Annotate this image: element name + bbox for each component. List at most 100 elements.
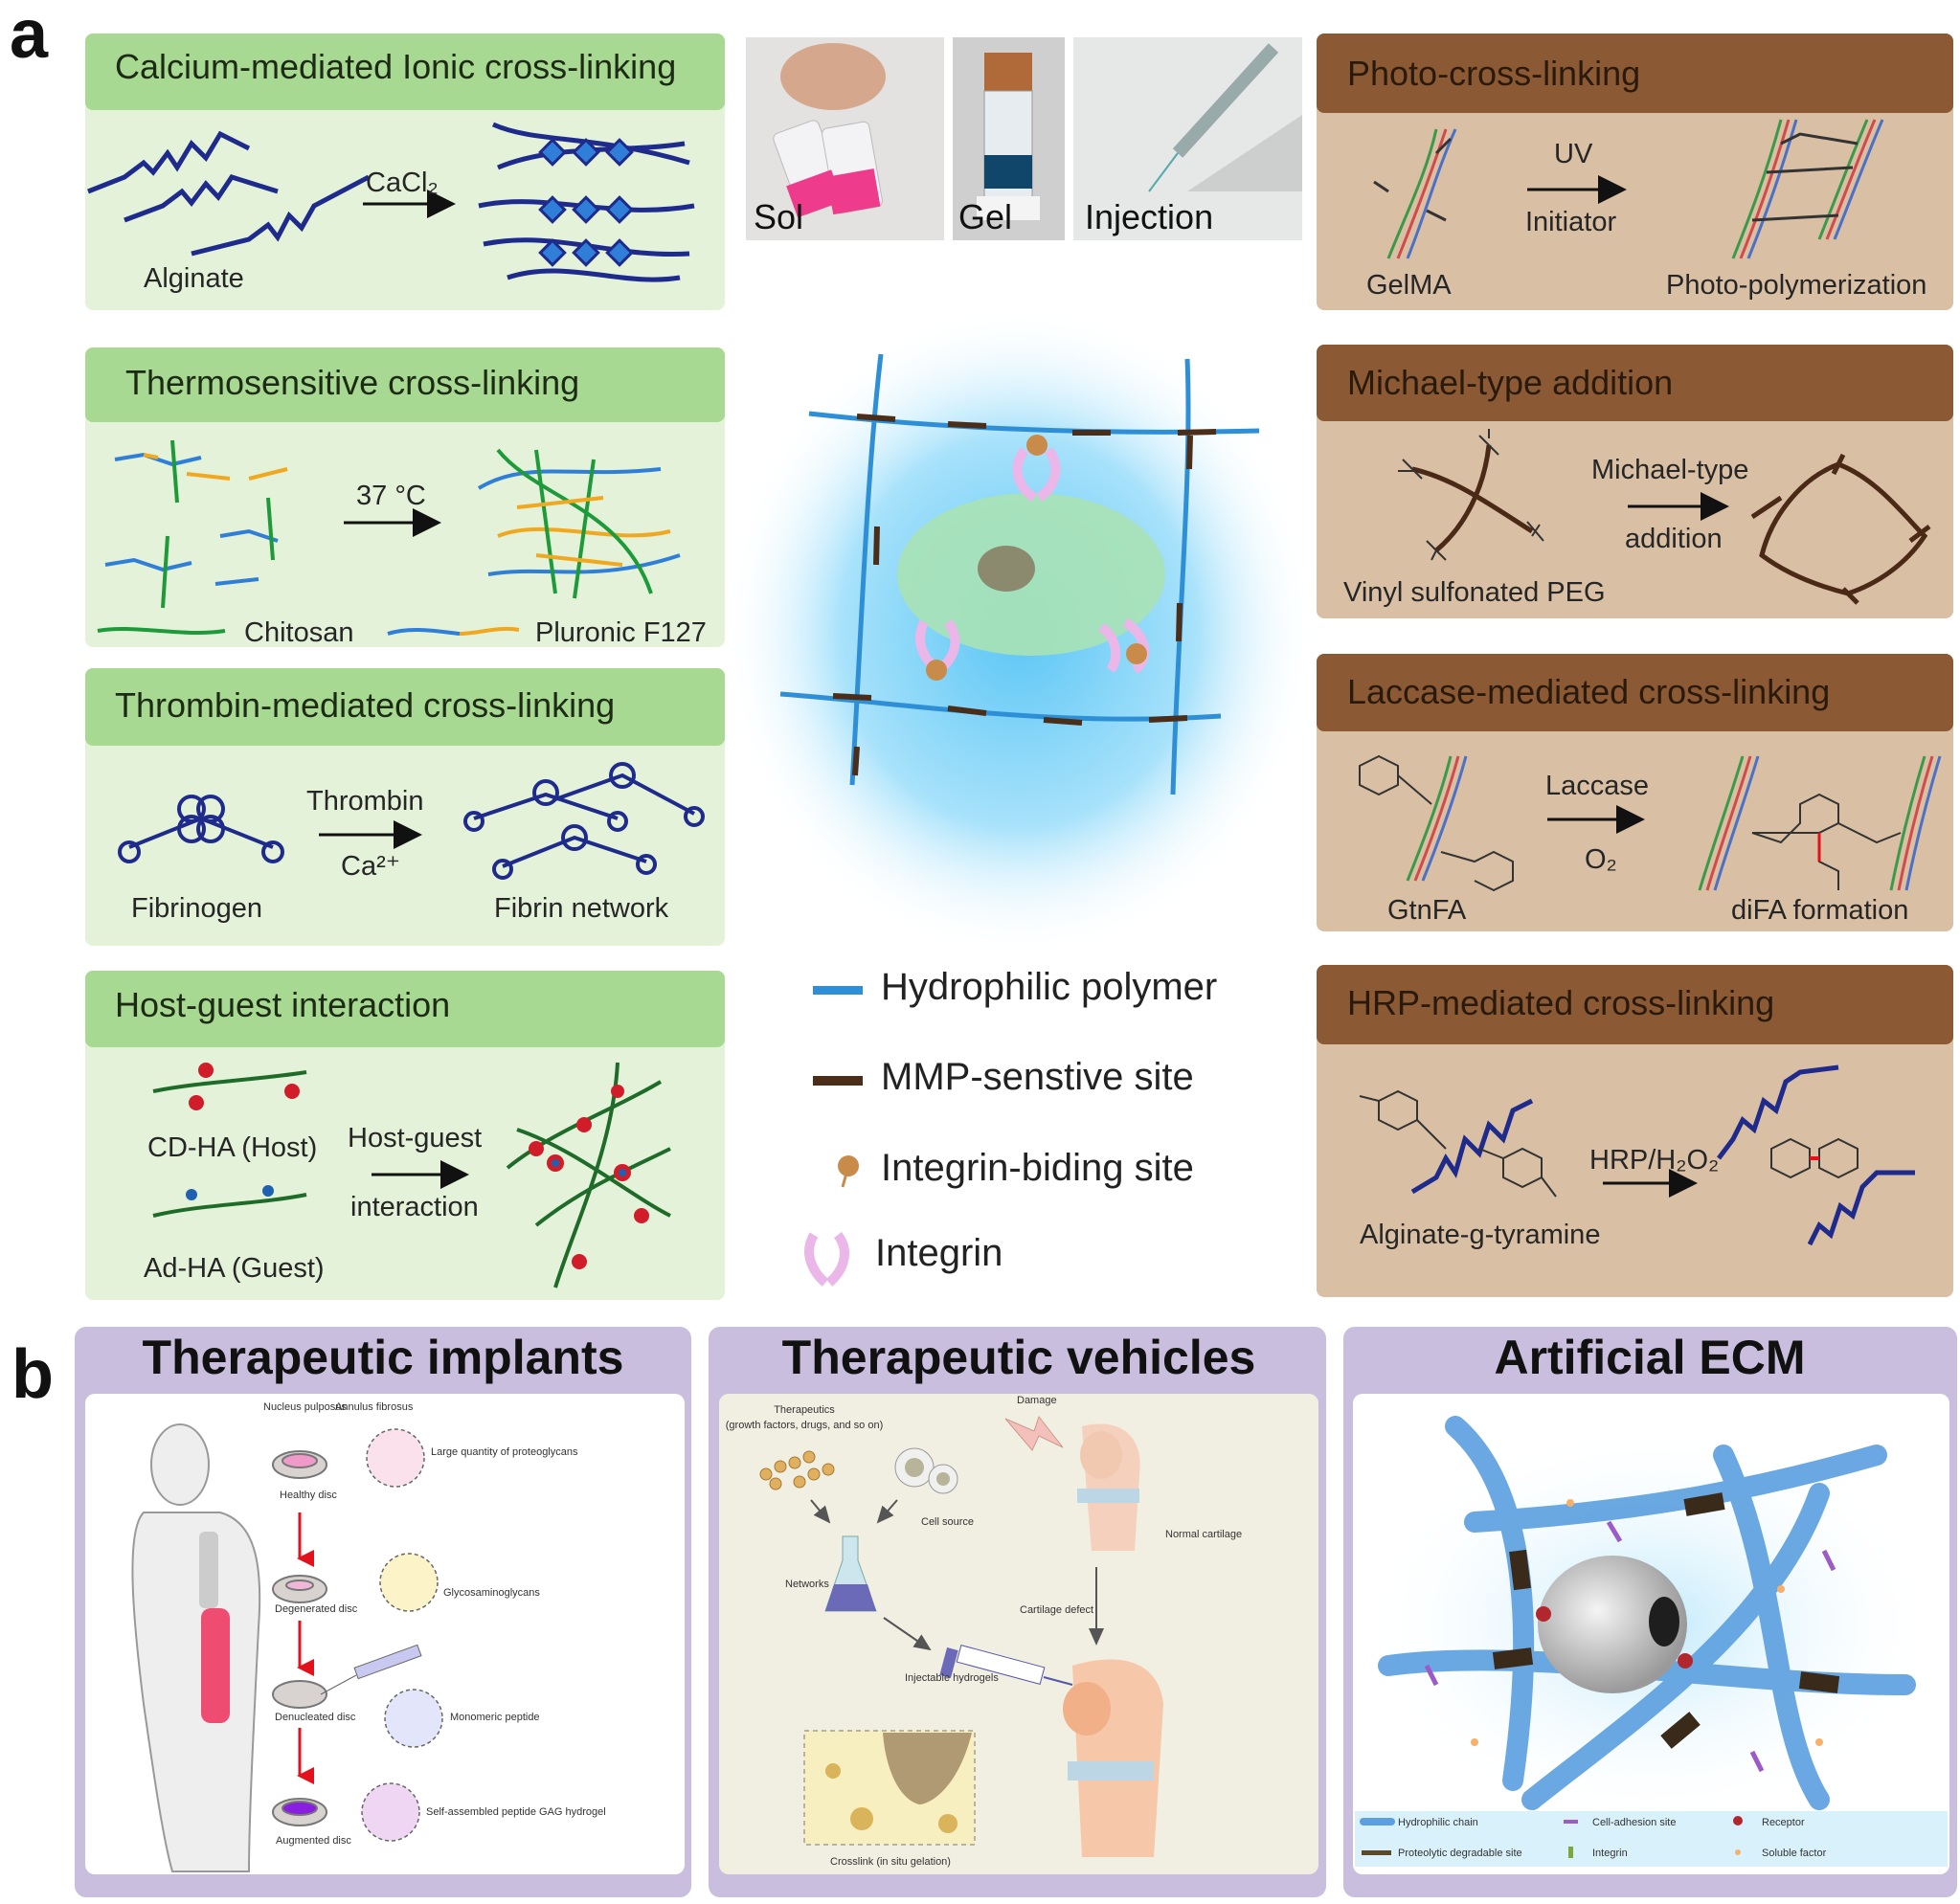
sol-gel-injection-photos: Sol Gel Injection <box>746 37 1302 240</box>
denucleated-disc-label: Denucleated disc <box>275 1712 356 1723</box>
panel-thermosensitive: Thermosensitive cross-linking 37 °C Chit… <box>85 347 725 648</box>
degradable-site-swatch-icon <box>1362 1850 1391 1855</box>
syringe-icon <box>320 1644 422 1695</box>
networks-label: Networks <box>785 1579 829 1590</box>
photo-label-sol: Sol <box>754 197 803 236</box>
reagent-top-label: UV <box>1554 139 1593 169</box>
fibrin-network-label: Fibrin network <box>494 893 669 924</box>
flow-arrows-icon <box>810 1499 1104 1651</box>
damage-label: Damage <box>1017 1395 1057 1406</box>
healthy-disc-label: Healthy disc <box>280 1490 337 1501</box>
injectable-hydrogels-label: Injectable hydrogels <box>905 1672 999 1684</box>
fibrin-network-icon <box>463 762 705 880</box>
disc-icons <box>272 1450 327 1826</box>
panel-artificial-ecm: Artificial ECM Hydrophilic chain Cell-ad… <box>1343 1327 1957 1897</box>
panel-title: Laccase-mediated cross-linking <box>1347 672 1830 711</box>
adhesion-sites-icon <box>1424 1520 1836 1773</box>
knee-normal-icon <box>1077 1423 1140 1551</box>
difa-network-icon <box>1698 755 1942 891</box>
panel-hrp: HRP-mediated cross-linking Alginate-g-ty… <box>1317 965 1953 1297</box>
annulus-label: Annulus fibrosus <box>335 1401 414 1413</box>
reagent-label: HRP/H₂O₂ <box>1589 1145 1719 1176</box>
thermo-network-icon <box>477 448 681 599</box>
ecm-legend-label: Proteolytic degradable site <box>1398 1848 1522 1859</box>
ecm-legend <box>1355 1811 1948 1867</box>
vinyl-end-groups-icon <box>1398 429 1544 561</box>
integrin-binding-icons <box>915 435 1150 681</box>
ecm-legend-label: Soluble factor <box>1762 1848 1827 1859</box>
guest-label: Ad-HA (Guest) <box>144 1253 325 1284</box>
hydrogel-label: Self-assembled peptide GAG hydrogel <box>426 1806 606 1818</box>
cd-ha-chain-icon <box>152 1070 307 1093</box>
panel-title: Michael-type addition <box>1347 363 1673 402</box>
augmented-disc-label: Augmented disc <box>276 1835 351 1847</box>
therapeutics-sub-label: (growth factors, drugs, and so on) <box>726 1420 883 1431</box>
hydrogel-network-diagram <box>722 306 1316 957</box>
calcium-ion-icons <box>538 138 634 267</box>
cartilage-defect-label: Cartilage defect <box>1020 1604 1093 1616</box>
panel-title: HRP-mediated cross-linking <box>1347 983 1774 1022</box>
hydrophilic-polymer-swatch-icon <box>813 986 863 995</box>
fibrinogen-icon <box>118 795 284 863</box>
pluronic-label: Pluronic F127 <box>535 617 707 648</box>
reagent-label: 37 °C <box>356 481 426 511</box>
panel-title: Therapeutic implants <box>143 1331 624 1384</box>
reagent-top-label: Thrombin <box>306 786 424 817</box>
ecm-legend-label: Hydrophilic chain <box>1398 1817 1478 1828</box>
pluronic-legend-icon <box>387 626 520 636</box>
knee-treated-icon <box>1063 1659 1163 1857</box>
gtnfa-helix-icon <box>1359 754 1514 892</box>
reagent-bottom-label: addition <box>1625 524 1723 554</box>
ecm-legend-label: Cell-adhesion site <box>1592 1817 1676 1828</box>
panel-title: Therapeutic vehicles <box>782 1331 1256 1384</box>
figure-label-a: a <box>10 0 49 73</box>
panel-thrombin: Thrombin-mediated cross-linking Thrombin… <box>85 668 725 946</box>
panel-title: Host-guest interaction <box>115 985 450 1024</box>
panel-title: Thermosensitive cross-linking <box>125 363 579 402</box>
degradable-sites-icon <box>1492 1492 1840 1749</box>
cell-source-label: Cell source <box>921 1516 974 1528</box>
difa-label: diFA formation <box>1731 895 1908 926</box>
panel-laccase: Laccase-mediated cross-linking Laccase O… <box>1317 654 1953 931</box>
cell-adhesion-swatch-icon <box>1564 1820 1578 1824</box>
alginate-label: Alginate <box>144 263 244 294</box>
reagent-top-label: Host-guest <box>348 1123 482 1154</box>
figure-label-b: b <box>11 1336 54 1413</box>
hrp-crosslinked-icon <box>1717 1064 1915 1246</box>
fibrinogen-label: Fibrinogen <box>131 893 262 924</box>
center-legend: Hydrophilic polymer MMP-senstive site In… <box>804 966 1217 1287</box>
adamantane-icons <box>186 1185 274 1200</box>
ecm-legend-label: Integrin <box>1592 1848 1628 1859</box>
therapeutic-particles-icon <box>759 1450 835 1490</box>
cyclodextrin-icons <box>189 1063 300 1110</box>
legend-label: Hydrophilic polymer <box>881 966 1217 1008</box>
ecm-cell-icon <box>1538 1556 1687 1693</box>
panel-photo-crosslinking: Photo-cross-linking UV Initiator GelMA P… <box>1317 34 1953 310</box>
panel-calcium-ionic: Calcium-mediated Ionic cross-linking CaC… <box>85 34 725 310</box>
reagent-label: CaCl₂ <box>366 168 439 198</box>
monomeric-peptide-label: Monomeric peptide <box>450 1712 540 1723</box>
michael-network-icon <box>1750 453 1931 605</box>
alginate-tyramine-label: Alginate-g-tyramine <box>1360 1220 1600 1250</box>
soluble-factor-swatch-icon <box>1735 1849 1741 1855</box>
damage-bolt-icon <box>1004 1415 1064 1451</box>
degenerated-disc-label: Degenerated disc <box>275 1603 358 1615</box>
host-label: CD-HA (Host) <box>147 1132 317 1163</box>
panel-michael-addition: Michael-type addition Michael-type addit… <box>1317 345 1953 618</box>
mmp-site-swatch-icon <box>813 1076 863 1086</box>
panel-title: Artificial ECM <box>1494 1331 1805 1384</box>
integrin-swatch-icon <box>1568 1847 1573 1858</box>
normal-cartilage-label: Normal cartilage <box>1165 1529 1242 1540</box>
vinyl-peg-icon <box>1411 444 1534 552</box>
alginate-chains-icon <box>87 130 371 257</box>
vinyl-peg-label: Vinyl sulfonated PEG <box>1343 577 1606 608</box>
cell-source-icon <box>894 1447 958 1494</box>
reagent-bottom-label: O₂ <box>1585 844 1617 875</box>
hydrophilic-chain-swatch-icon <box>1360 1818 1395 1826</box>
injection-syringe-icon <box>939 1645 1073 1686</box>
ecm-nucleus-icon <box>1649 1597 1679 1646</box>
gelma-label: GelMA <box>1366 270 1452 301</box>
ad-ha-chain-icon <box>152 1193 307 1218</box>
alginate-backbone-icon <box>1410 1098 1534 1195</box>
